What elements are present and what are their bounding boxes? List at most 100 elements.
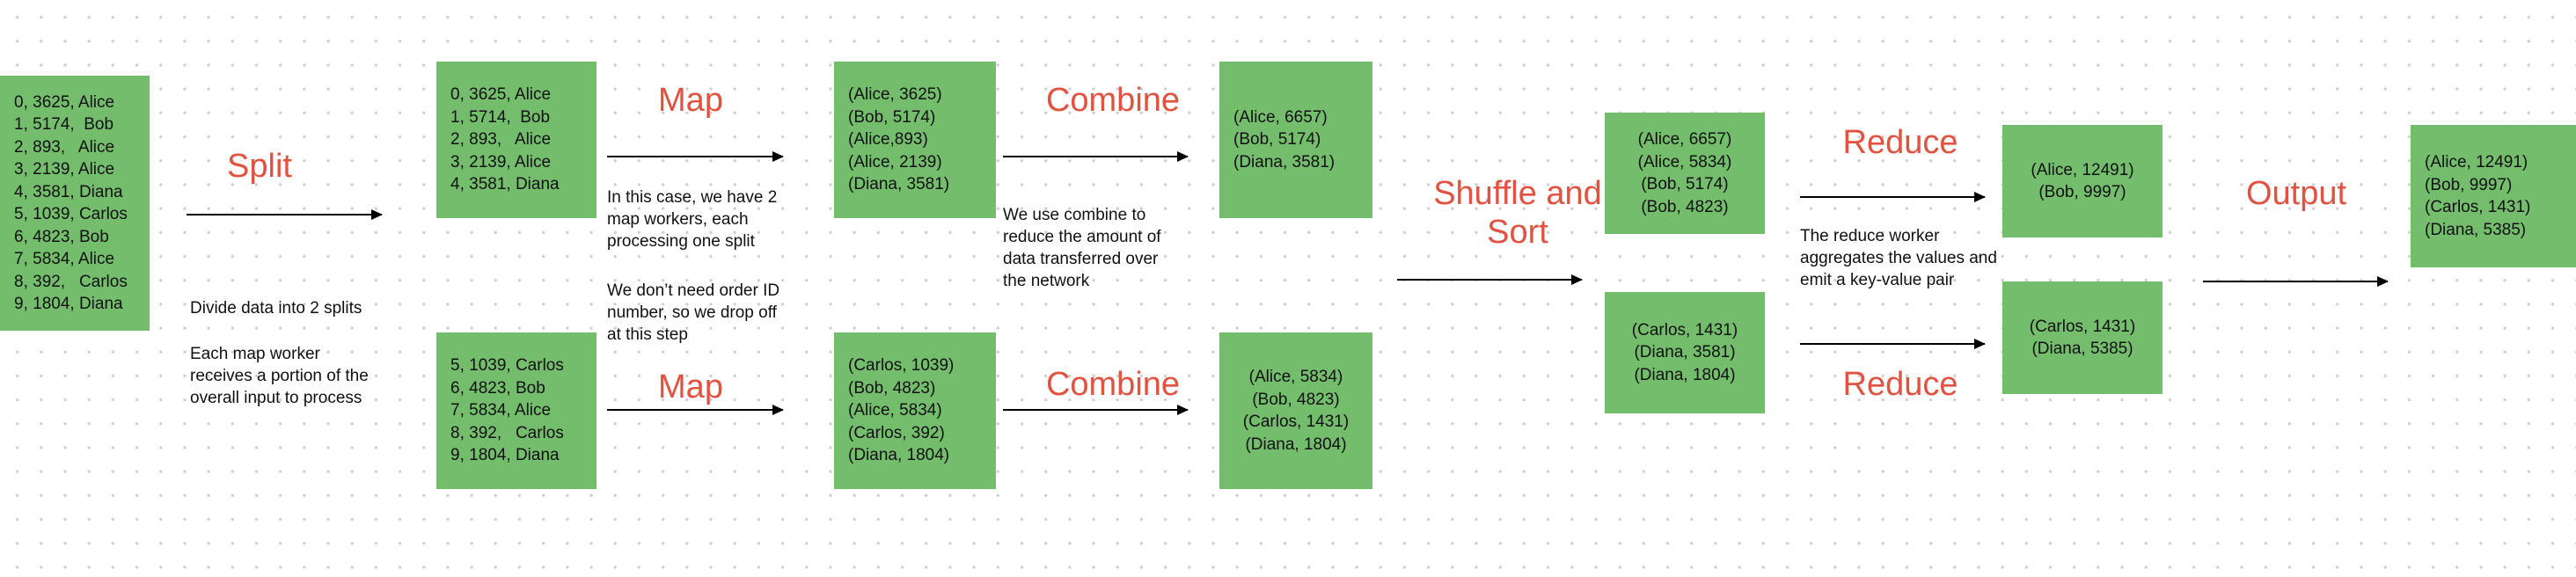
arrow-head (772, 151, 784, 162)
arrow-head (2377, 276, 2389, 287)
arrow-shaft (187, 214, 382, 216)
input-line: 5, 1039, Carlos (14, 205, 128, 223)
combine-output-line: (Bob, 5174) (1233, 130, 1321, 150)
split-line: 8, 392, Carlos (450, 423, 564, 442)
shuffle-output-line: (Alice, 6657) (1637, 130, 1732, 149)
map-output-line: (Alice,893) (848, 130, 928, 150)
final-output-line: (Alice, 12491) (2425, 153, 2528, 172)
split-line: 4, 3581, Diana (450, 175, 560, 194)
shuffle-output-line: (Bob, 5174) (1641, 175, 1729, 194)
arrow-split (187, 209, 383, 220)
final-output-box: (Alice, 12491) (Bob, 9997) (Carlos, 1431… (2411, 125, 2576, 267)
arrow-head (1974, 339, 1986, 349)
split-line: 3, 2139, Alice (450, 152, 552, 172)
split-line: 9, 1804, Diana (450, 446, 560, 465)
input-line: 0, 3625, Alice (14, 92, 115, 112)
arrow-head (1974, 192, 1986, 202)
arrow-shaft (2203, 281, 2388, 283)
map-output-line: (Bob, 4823) (848, 378, 936, 398)
stage-label-split: Split (227, 148, 292, 185)
shuffle-output-line: (Alice, 5834) (1637, 152, 1732, 172)
map-output-line: (Alice, 5834) (848, 401, 942, 420)
arrow-reduce-bottom (1800, 339, 1986, 349)
map-output-box-2: (Carlos, 1039) (Bob, 4823) (Alice, 5834)… (834, 332, 996, 489)
note-split-2: Each map worker receives a portion of th… (190, 345, 369, 407)
split-box-2: 5, 1039, Carlos 6, 4823, Bob 7, 5834, Al… (436, 332, 596, 489)
arrow-map-top (607, 151, 784, 162)
note-reduce-1: The reduce worker aggregates the values … (1800, 227, 1997, 289)
split-line: 5, 1039, Carlos (450, 356, 564, 376)
map-output-line: (Diana, 3581) (848, 175, 950, 194)
arrow-combine-bottom (1003, 405, 1189, 415)
split-line: 6, 4823, Bob (450, 378, 545, 398)
arrow-shaft (607, 156, 783, 158)
split-line: 2, 893, Alice (450, 130, 552, 150)
split-line: 7, 5834, Alice (450, 401, 552, 420)
arrow-map-bottom (607, 405, 784, 415)
split-line: 1, 5714, Bob (450, 107, 551, 127)
split-box-1: 0, 3625, Alice 1, 5714, Bob 2, 893, Alic… (436, 62, 596, 218)
shuffle-output-box-2: (Carlos, 1431) (Diana, 3581) (Diana, 180… (1605, 292, 1765, 413)
final-output-line: (Bob, 9997) (2425, 175, 2513, 194)
arrow-head (1177, 405, 1189, 415)
combine-output-box-1: (Alice, 6657) (Bob, 5174) (Diana, 3581) (1219, 62, 1372, 218)
reduce-output-box-1: (Alice, 12491) (Bob, 9997) (2002, 125, 2163, 237)
shuffle-output-line: (Diana, 3581) (1634, 343, 1736, 362)
arrow-shaft (1003, 156, 1188, 158)
map-output-line: (Bob, 5174) (848, 107, 936, 127)
combine-output-line: (Bob, 4823) (1252, 390, 1340, 409)
combine-output-line: (Diana, 3581) (1233, 152, 1336, 172)
input-line: 7, 5834, Alice (14, 250, 115, 268)
arrow-head (1571, 274, 1583, 285)
stage-label-reduce-top: Reduce (1842, 124, 1958, 161)
input-line: 4, 3581, Diana (14, 182, 123, 201)
note-map-1: In this case, we have 2 map workers, eac… (607, 188, 778, 251)
final-output-line: (Carlos, 1431) (2425, 198, 2531, 216)
map-output-line: (Diana, 1804) (848, 446, 950, 465)
shuffle-output-line: (Diana, 1804) (1634, 365, 1736, 384)
combine-output-line: (Alice, 5834) (1248, 368, 1343, 386)
reduce-output-box-2: (Carlos, 1431) (Diana, 5385) (2002, 281, 2163, 394)
arrow-head (772, 405, 784, 415)
input-line: 6, 4823, Bob (14, 227, 109, 246)
stage-label-map-top: Map (658, 82, 723, 119)
input-line: 1, 5174, Bob (14, 115, 114, 134)
input-line: 9, 1804, Diana (14, 295, 123, 313)
arrow-shuffle-sort (1397, 274, 1583, 285)
shuffle-output-line: (Carlos, 1431) (1631, 320, 1738, 340)
input-line: 3, 2139, Alice (14, 160, 115, 179)
map-output-line: (Alice, 3625) (848, 85, 942, 105)
arrow-shaft (1800, 343, 1985, 346)
arrow-shaft (1397, 279, 1582, 281)
note-map-2: We don’t need order ID number, so we dro… (607, 281, 780, 344)
stage-label-shuffle-sort: Shuffle and Sort (1433, 175, 1602, 251)
arrow-shaft (1800, 196, 1985, 199)
stage-label-output: Output (2245, 175, 2347, 212)
note-split-1: Divide data into 2 splits (190, 299, 362, 318)
combine-output-line: (Alice, 6657) (1233, 107, 1328, 127)
arrow-head (1177, 151, 1189, 162)
reduce-output-line: (Bob, 9997) (2038, 183, 2126, 201)
stage-label-combine-bottom: Combine (1045, 366, 1181, 403)
reduce-output-line: (Alice, 12491) (2031, 160, 2134, 179)
input-line: 8, 392, Carlos (14, 272, 128, 291)
reduce-output-line: (Diana, 5385) (2031, 340, 2133, 358)
stage-label-reduce-bottom: Reduce (1842, 366, 1958, 403)
map-output-line: (Carlos, 1039) (848, 356, 955, 376)
combine-output-line: (Diana, 1804) (1245, 435, 1347, 454)
input-data-box: 0, 3625, Alice 1, 5174, Bob 2, 893, Alic… (0, 76, 150, 331)
arrow-combine-top (1003, 151, 1189, 162)
combine-output-line: (Carlos, 1431) (1242, 413, 1350, 431)
arrow-output (2203, 276, 2389, 287)
note-combine-1: We use combine to reduce the amount of d… (1003, 206, 1161, 290)
arrow-shaft (607, 409, 783, 412)
arrow-reduce-top (1800, 192, 1986, 202)
map-output-line: (Carlos, 392) (848, 423, 945, 442)
split-line: 0, 3625, Alice (450, 85, 552, 105)
shuffle-output-line: (Bob, 4823) (1641, 197, 1729, 216)
map-output-box-1: (Alice, 3625) (Bob, 5174) (Alice,893) (A… (834, 62, 996, 218)
reduce-output-line: (Carlos, 1431) (2029, 317, 2136, 336)
input-line: 2, 893, Alice (14, 137, 115, 157)
arrow-head (371, 209, 383, 220)
